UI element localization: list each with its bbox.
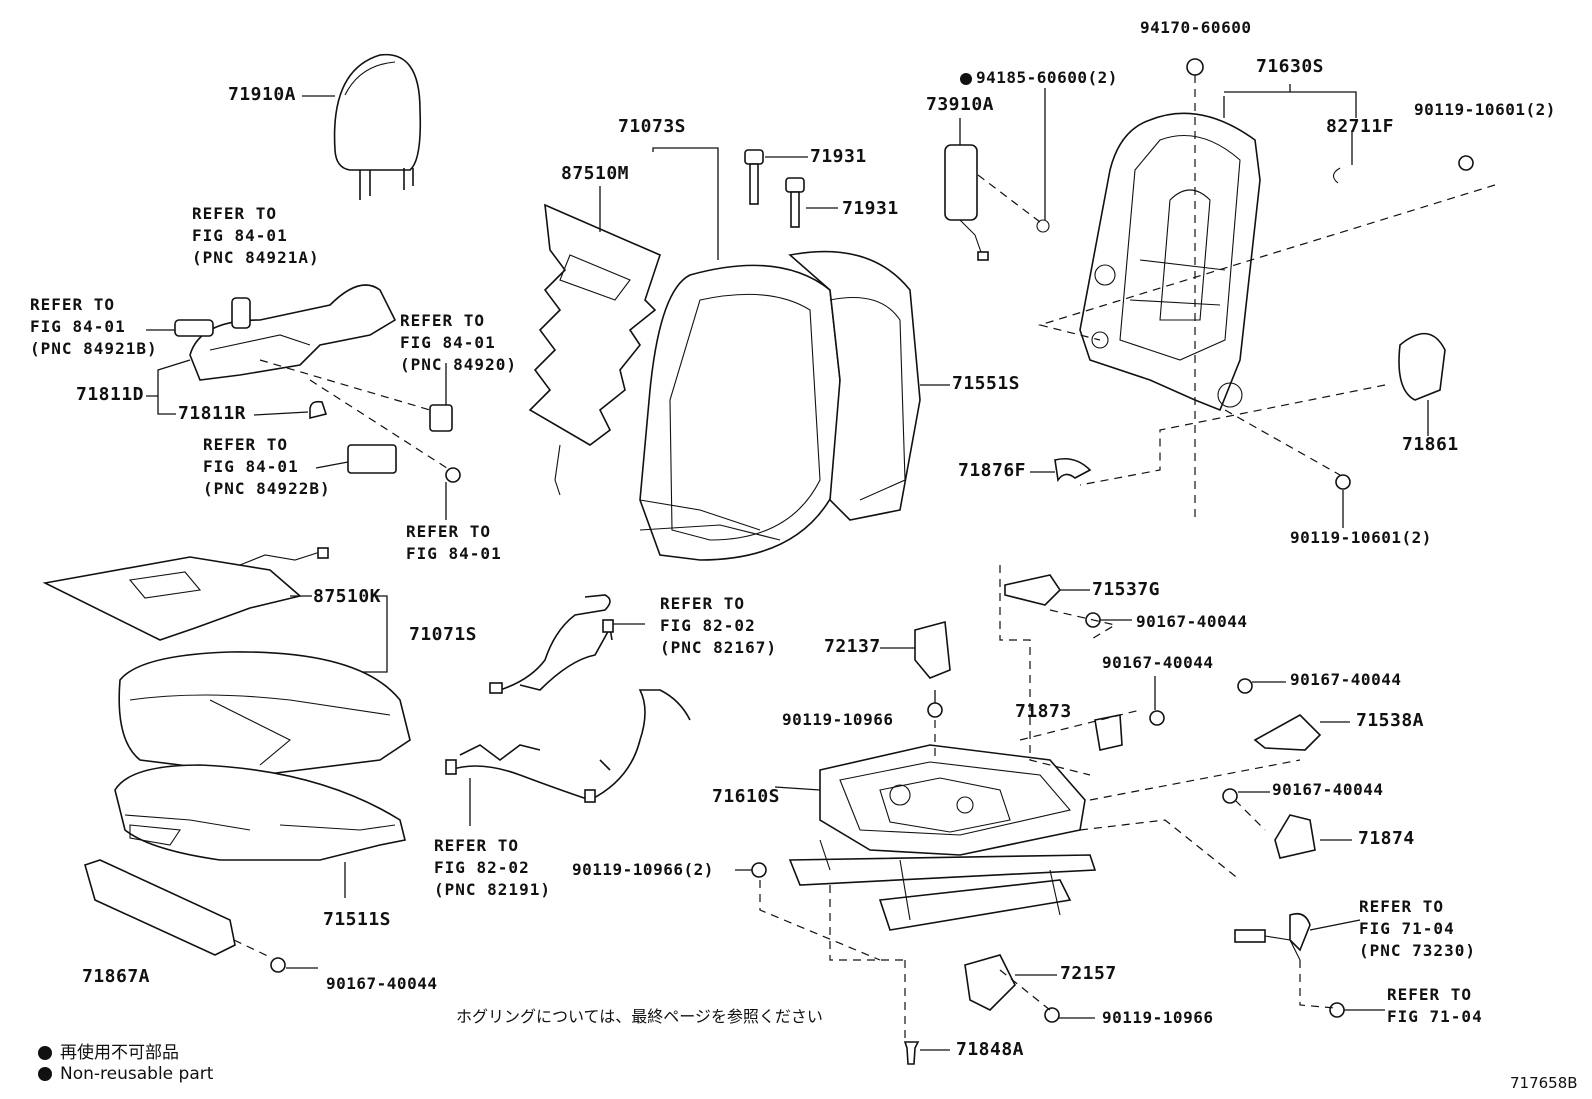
part-label-90119-10601-upper: 90119-10601(2) <box>1414 100 1556 119</box>
part-label-71511S: 71511S <box>323 909 392 930</box>
refer-line: REFER TO <box>400 311 486 330</box>
seat-side-shield-drawing <box>146 284 461 520</box>
part-label-71630S: 71630S <box>1256 56 1325 77</box>
refer-line: REFER TO <box>406 522 492 541</box>
legend-text-en: Non-reusable part <box>60 1064 214 1084</box>
legend-dot-icon <box>38 1046 52 1060</box>
refer-line: REFER TO <box>203 435 289 454</box>
refer-line: REFER TO <box>660 594 746 613</box>
seat-heater-mat-drawing <box>42 547 388 673</box>
refer-to-84921A: REFER TO FIG 84-01 (PNC 84921A) <box>192 203 320 269</box>
part-label-90119-10966-a: 90119-10966 <box>782 710 894 729</box>
part-label-90167-40044-a: 90167-40044 <box>1136 612 1248 631</box>
refer-line: (PNC 82191) <box>434 880 551 899</box>
refer-line: REFER TO <box>1359 897 1445 916</box>
headrest-guide-drawing <box>744 149 838 228</box>
part-label-82711F: 82711F <box>1326 116 1395 137</box>
refer-to-84922B: REFER TO FIG 84-01 (PNC 84922B) <box>203 434 331 500</box>
part-label-73910A: 73910A <box>926 94 995 115</box>
part-label-71538A: 71538A <box>1356 710 1425 731</box>
part-label-71848A: 71848A <box>956 1039 1025 1060</box>
legend-text-jp: 再使用不可部品 <box>60 1043 179 1063</box>
part-label-87510M: 87510M <box>561 163 630 184</box>
refer-to-82167: REFER TO FIG 82-02 (PNC 82167) <box>660 593 777 659</box>
refer-line: FIG 82-02 <box>660 616 756 635</box>
part-label-71931-upper: 71931 <box>810 146 867 167</box>
refer-to-73230: REFER TO FIG 71-04 (PNC 73230) <box>1359 896 1476 962</box>
part-label-90167-40044-e: 90167-40044 <box>326 974 438 993</box>
refer-line: (PNC 84922B) <box>203 479 331 498</box>
refer-to-84921B: REFER TO FIG 84-01 (PNC 84921B) <box>30 294 158 360</box>
refer-line: (PNC 82167) <box>660 638 777 657</box>
part-label-94170-60600: 94170-60600 <box>1140 18 1252 37</box>
refer-line: (PNC 84921B) <box>30 339 158 358</box>
part-label-71874: 71874 <box>1358 828 1415 849</box>
part-label-71811D: 71811D <box>76 384 145 405</box>
seatback-cushion-drawing <box>639 147 950 561</box>
part-label-90119-10601-lower: 90119-10601(2) <box>1290 528 1432 547</box>
part-label-71073S: 71073S <box>618 116 687 137</box>
refer-to-82191: REFER TO FIG 82-02 (PNC 82191) <box>434 835 551 901</box>
side-airbag-drawing <box>944 88 1050 261</box>
part-label-71811R: 71811R <box>178 403 247 424</box>
part-number-94185: 94185-60600(2) <box>976 68 1118 87</box>
refer-line: REFER TO <box>434 836 520 855</box>
refer-line: FIG 71-04 <box>1387 1007 1483 1026</box>
seatback-frame-drawing <box>1079 84 1357 412</box>
refer-line: REFER TO <box>30 295 116 314</box>
refer-to-71-04: REFER TO FIG 71-04 <box>1387 984 1483 1028</box>
wire-harness-drawing <box>445 594 691 826</box>
part-label-71910A: 71910A <box>228 84 297 105</box>
assembly-guide-lines <box>759 75 1496 1040</box>
part-label-90119-10966-b: 90119-10966 <box>1102 1008 1214 1027</box>
legend-dot-icon <box>38 1067 52 1081</box>
bracket-parts-drawing <box>735 58 1474 1065</box>
refer-to-84920: REFER TO FIG 84-01 (PNC 84920) <box>400 310 517 376</box>
seat-cushion-drawing <box>114 651 411 898</box>
refer-line: (PNC 73230) <box>1359 941 1476 960</box>
part-label-71876F: 71876F <box>958 460 1027 481</box>
part-label-71551S: 71551S <box>952 373 1021 394</box>
seat-front-trim-drawing <box>84 859 318 973</box>
part-label-90167-40044-c: 90167-40044 <box>1290 670 1402 689</box>
part-label-71537G: 71537G <box>1092 579 1161 600</box>
part-label-87510K: 87510K <box>313 586 382 607</box>
refer-line: FIG 71-04 <box>1359 919 1455 938</box>
refer-line: FIG 84-01 <box>30 317 126 336</box>
part-label-90167-40044-d: 90167-40044 <box>1272 780 1384 799</box>
refer-line: REFER TO <box>192 204 278 223</box>
part-label-90119-10966-2: 90119-10966(2) <box>572 860 714 879</box>
part-label-71931-lower: 71931 <box>842 198 899 219</box>
part-label-72157: 72157 <box>1060 963 1117 984</box>
refer-line: REFER TO <box>1387 985 1473 1004</box>
refer-to-84-01: REFER TO FIG 84-01 <box>406 521 502 565</box>
part-label-71610S: 71610S <box>712 786 781 807</box>
legend-non-reusable-en: Non-reusable part <box>38 1064 213 1084</box>
part-label-72137: 72137 <box>824 636 881 657</box>
refer-line: (PNC 84921A) <box>192 248 320 267</box>
refer-line: FIG 82-02 <box>434 858 530 877</box>
hog-ring-note: ホグリングについては、最終ページを参照ください <box>456 1007 823 1026</box>
part-label-90167-40044-b: 90167-40044 <box>1102 653 1214 672</box>
seatback-heater-mat-drawing <box>528 186 661 496</box>
part-label-71873: 71873 <box>1015 701 1072 722</box>
refer-line: FIG 84-01 <box>192 226 288 245</box>
non-reusable-dot <box>960 72 972 85</box>
part-label-71867A: 71867A <box>82 966 151 987</box>
refer-line: FIG 84-01 <box>203 457 299 476</box>
part-label-71071S: 71071S <box>409 624 478 645</box>
legend-non-reusable-jp: 再使用不可部品 <box>38 1038 179 1063</box>
refer-line: FIG 84-01 <box>406 544 502 563</box>
part-label-71861: 71861 <box>1402 434 1459 455</box>
figure-number: 717658B <box>1510 1074 1578 1092</box>
headrest-drawing <box>302 53 422 200</box>
refer-line: (PNC 84920) <box>400 355 517 374</box>
seat-adjuster-track-drawing <box>774 744 1097 931</box>
part-label-94185-60600: 94185-60600(2) <box>960 70 1118 86</box>
refer-line: FIG 84-01 <box>400 333 496 352</box>
